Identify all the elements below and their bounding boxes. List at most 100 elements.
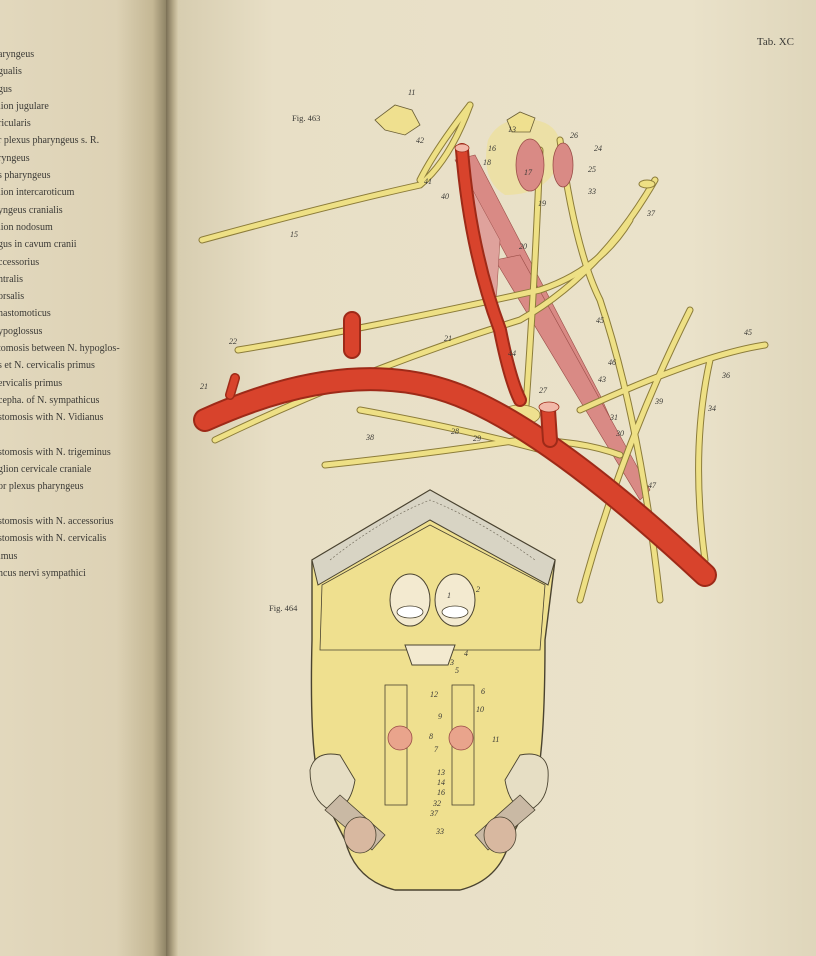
legend-entry: cepha. of N. sympathicus (0, 394, 100, 406)
legend-entry: or plexus pharyngeus (0, 481, 84, 493)
legend-gap (0, 496, 158, 513)
legend-entry: nastomoticus (0, 308, 51, 320)
label-44: 44 (508, 349, 516, 358)
label-15: 15 (290, 230, 298, 239)
label-38: 38 (365, 433, 374, 442)
legend-entry: orsalis (0, 291, 25, 303)
label-36: 36 (721, 371, 730, 380)
skull-texture (329, 499, 536, 561)
plate-number: Tab. XC (756, 36, 794, 48)
label-26: 26 (570, 131, 578, 140)
label-12: 12 (430, 690, 438, 699)
fig-463-caption: Fig. 463 (292, 113, 321, 123)
artery-stump (542, 404, 556, 446)
label-20: 20 (519, 242, 527, 251)
artery-main (195, 369, 715, 585)
legend-entry: gus (0, 83, 12, 95)
label-29: 29 (473, 434, 481, 443)
label-32: 32 (432, 799, 441, 808)
nerve-34 (696, 357, 713, 563)
label-40: 40 (441, 192, 449, 201)
legend-entry: ncus nervi sympathici (0, 567, 86, 579)
label-7: 7 (434, 745, 439, 754)
label-37: 37 (646, 209, 656, 218)
legend-entry: stomosis with N. accessorius (0, 516, 114, 528)
legend-entry: s et N. cervicalis primus (0, 360, 95, 372)
nerve-33 (557, 137, 663, 603)
fig-464-drawing: 1 2 4 3 5 12 6 9 10 8 7 11 13 14 16 32 3… (309, 489, 556, 891)
legend-entry: gus in cavum cranii (0, 239, 77, 251)
label-16: 16 (437, 788, 445, 797)
ganglion-13 (506, 111, 536, 133)
artery-vertical (457, 145, 525, 405)
central-bone (404, 644, 456, 666)
left-page: aryngeus gualis gus lion jugulare ricula… (0, 0, 166, 956)
label-27: 27 (539, 386, 548, 395)
nerve-stump (638, 179, 656, 189)
label-25: 25 (588, 165, 596, 174)
label-47: 47 (648, 481, 657, 490)
label-33: 33 (587, 187, 596, 196)
label-13: 13 (437, 768, 445, 777)
label-5: 5 (455, 666, 459, 675)
legend-entry: ervicalis primus (0, 377, 63, 389)
anatomical-illustration: 11 42 13 26 24 16 18 17 25 33 41 40 19 3… (193, 88, 769, 891)
nerve-39 (577, 307, 693, 603)
legend-entry: ntralis (0, 273, 23, 285)
label-46: 46 (608, 358, 616, 367)
label-8: 8 (429, 732, 433, 741)
ear-regions (309, 753, 549, 854)
legend-entry: yngeus cranialis (0, 204, 63, 216)
label-45b: 45 (744, 328, 752, 337)
label-31: 31 (609, 413, 618, 422)
label-13: 13 (508, 125, 516, 134)
ganglion-25 (552, 142, 574, 188)
label-10: 10 (476, 705, 484, 714)
label-4: 4 (464, 649, 468, 658)
legend-entry: stomosis with N. Vidianus (0, 412, 104, 424)
label-14: 14 (437, 778, 445, 787)
arteries (193, 143, 717, 587)
legend-entry: ricularis (0, 118, 31, 130)
ganglion-17 (515, 138, 545, 192)
label-41: 41 (424, 177, 432, 186)
artery-small (226, 374, 239, 399)
legend-entry: r plexus pharyngeus s. R. (0, 135, 100, 147)
label-34: 34 (707, 404, 716, 413)
legend-entry: lion jugulare (0, 100, 49, 112)
label-21-left: 21 (200, 382, 208, 391)
fig-463-drawing: 11 42 13 26 24 16 18 17 25 33 41 40 19 3… (193, 88, 769, 604)
fig-464-labels: 1 2 4 3 5 12 6 9 10 8 7 11 13 14 16 32 3… (429, 585, 499, 836)
label-11: 11 (492, 735, 499, 744)
label-30: 30 (615, 429, 624, 438)
label-18: 18 (483, 158, 491, 167)
legend-list: aryngeus gualis gus lion jugulare ricula… (0, 46, 158, 582)
label-3: 3 (449, 658, 454, 667)
legend-entry: tomosis between N. hypoglos- (0, 343, 120, 355)
label-2: 2 (476, 585, 480, 594)
label-28: 28 (451, 427, 459, 436)
legend-entry: glion cervicale craniale (0, 464, 92, 476)
nerve-45 (577, 342, 768, 413)
legend-entry: ryngeus (0, 152, 30, 164)
label-11: 11 (408, 88, 415, 97)
artery-cut-end (454, 143, 470, 153)
label-1: 1 (447, 591, 451, 600)
label-21: 21 (444, 334, 452, 343)
fig-464-caption: Fig. 464 (269, 603, 298, 613)
label-43: 43 (598, 375, 606, 384)
label-6: 6 (481, 687, 485, 696)
legend-entry: lion intercaroticum (0, 187, 75, 199)
label-42: 42 (416, 136, 424, 145)
right-page: Tab. XC Fig. 463 Fig. 464 (178, 0, 816, 956)
legend-entry: ypoglossus (0, 325, 43, 337)
legend-entry: imus (0, 550, 18, 562)
legend-entry: aryngeus (0, 49, 35, 60)
legend-entry: stomosis with N. cervicalis (0, 533, 107, 545)
legend-entry: stomosis with N. trigeminus (0, 446, 111, 458)
label-16: 16 (488, 144, 496, 153)
label-22: 22 (229, 337, 237, 346)
legend-entry: lion nodosum (0, 221, 53, 233)
legend-entry: ccessorius (0, 256, 40, 268)
label-17: 17 (524, 168, 533, 177)
